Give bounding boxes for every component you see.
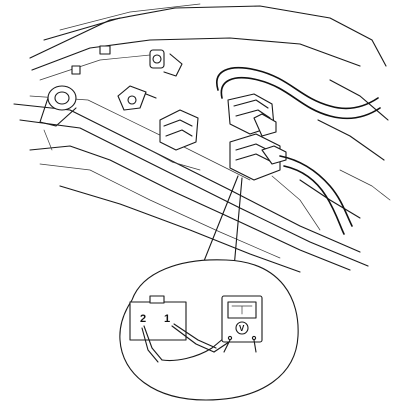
meter-mode-label: V <box>239 324 245 333</box>
vehicle-body-drawing <box>13 3 391 273</box>
multimeter: V <box>221 295 263 353</box>
pin-1-label: 1 <box>164 313 170 325</box>
callout-circle <box>119 259 299 401</box>
meter-dial-icon <box>235 321 249 335</box>
callout-leaders <box>201 175 243 269</box>
pin-2-label: 2 <box>140 313 146 325</box>
connector-face: 2 1 <box>129 295 187 341</box>
